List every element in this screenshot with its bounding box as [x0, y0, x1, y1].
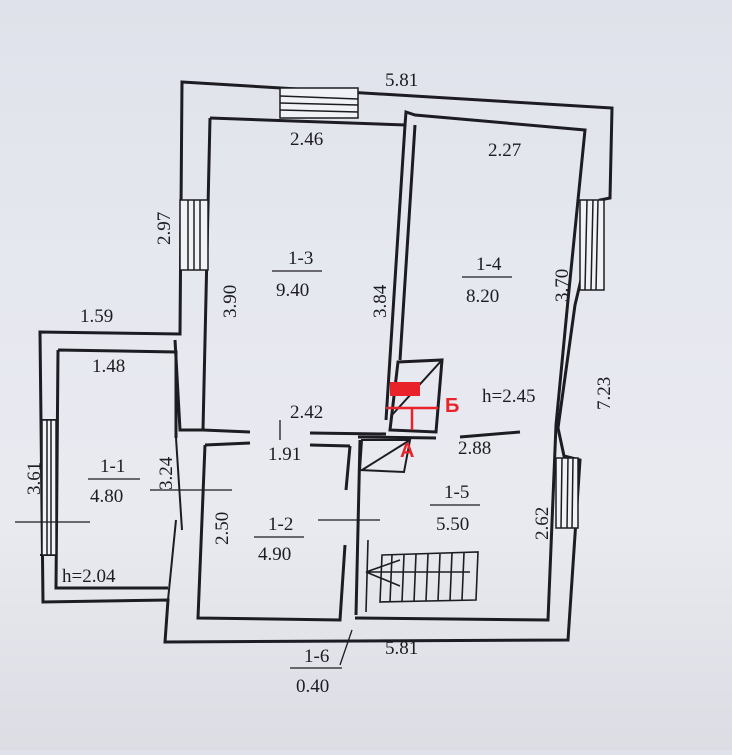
room-1-2: 1.91 1-2 4.90 2.50: [212, 444, 304, 565]
partition-1-3-1-4: [384, 124, 417, 421]
room-1-4-width: 2.27: [488, 140, 521, 161]
room-1-3-height-left: 3.90: [220, 285, 241, 318]
dim-right-height: 7.23: [594, 377, 615, 410]
inner-wall-outline: [209, 109, 587, 622]
dim-top-width: 5.81: [385, 70, 418, 91]
outer-wall-outline: [38, 80, 614, 644]
room-1-5: h=2.45 2.88 1-5 5.50 2.62: [430, 386, 553, 540]
dim-left-height: 2.97: [154, 212, 175, 245]
room-1-4-id: 1-4: [476, 254, 502, 275]
section-marker: Б А: [386, 382, 459, 462]
windows: [41, 87, 605, 556]
window-right-top: [579, 199, 605, 291]
partition-horizontal: [202, 428, 387, 448]
room-1-3-height-right: 3.84: [370, 284, 391, 318]
walls: [38, 80, 614, 644]
section-label-b: Б: [445, 395, 459, 417]
window-porch: [41, 419, 57, 556]
room-1-1-height: 3.24: [156, 456, 177, 490]
room-1-3-area: 9.40: [276, 280, 309, 301]
dim-porch-width: 1.59: [80, 306, 113, 327]
section-lines: [15, 420, 380, 666]
window-top: [279, 87, 359, 119]
room-1-5-area: 5.50: [436, 514, 469, 535]
room-1-5-ceiling: h=2.45: [482, 386, 535, 407]
room-1-6-area: 0.40: [296, 676, 329, 697]
room-1-4: 2.27 1-4 8.20 3.70: [462, 140, 573, 307]
room-1-3: 2.46 1-3 9.40 3.90 3.84 2.42: [220, 129, 391, 423]
room-1-6: 1-6 0.40: [290, 646, 342, 697]
room-1-5-height: 2.62: [532, 507, 553, 540]
room-1-2-area: 4.90: [258, 544, 291, 565]
staircase: [365, 539, 479, 613]
window-left: [179, 199, 209, 271]
chimney-box: [358, 439, 412, 474]
room-1-6-id: 1-6: [304, 646, 329, 667]
room-1-2-id: 1-2: [268, 514, 293, 535]
room-1-1-width: 1.48: [92, 356, 125, 377]
section-label-a: А: [400, 440, 414, 462]
room-1-1-id: 1-1: [100, 456, 125, 477]
section-marker-block: [390, 382, 420, 396]
room-1-3-id: 1-3: [288, 248, 313, 269]
room-1-1-ceiling: h=2.04: [62, 566, 116, 587]
room-1-5-width: 2.88: [458, 438, 491, 459]
dim-bottom-width: 5.81: [385, 638, 418, 659]
room-1-4-area: 8.20: [466, 286, 499, 307]
room-1-2-walls: [196, 444, 352, 622]
room-1-1: 1.48 1-1 4.80 3.24 h=2.04: [62, 356, 177, 587]
dim-porch-height: 3.61: [24, 462, 45, 495]
room-1-2-width: 1.91: [268, 444, 301, 465]
room-1-2-height: 2.50: [212, 512, 233, 545]
room-1-5-id: 1-5: [444, 482, 469, 503]
room-1-3-bottom-width: 2.42: [290, 402, 323, 423]
room-1-3-width: 2.46: [290, 129, 323, 150]
window-right-bottom: [555, 457, 579, 529]
porch-inner-wall: [54, 348, 178, 590]
passage-1-1: [167, 437, 183, 601]
room-1-1-area: 4.80: [90, 486, 123, 507]
room-1-4-height: 3.70: [552, 269, 573, 302]
